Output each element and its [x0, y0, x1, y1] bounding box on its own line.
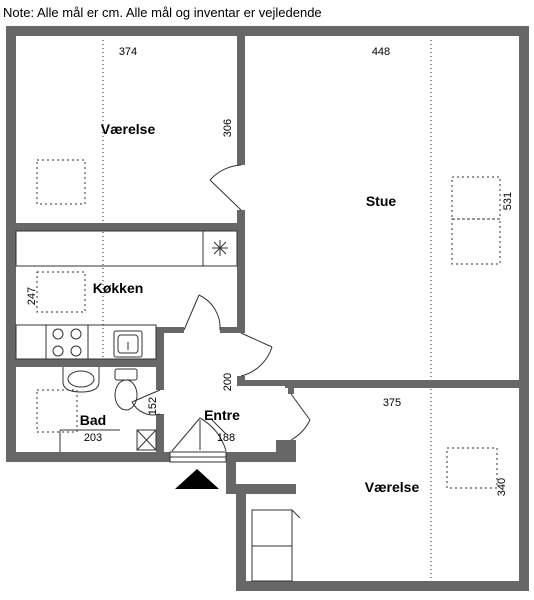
room-label-koekken: Køkken [93, 280, 144, 296]
room-label-vaerelse-1: Værelse [101, 121, 156, 137]
room-label-stue: Stue [366, 193, 397, 209]
room-label-entre: Entre [204, 407, 240, 423]
entrance-arrow-icon [175, 469, 219, 489]
washbasin-icon [62, 367, 100, 393]
interior-walls [16, 36, 519, 452]
dim-bad-width: 203 [84, 432, 102, 444]
stove-icon [45, 325, 89, 359]
dim-entre-height: 200 [222, 373, 234, 391]
dimension-lines [102, 40, 432, 580]
dim-koekken-height: 247 [26, 287, 38, 305]
plan-note: Note: Alle mål er cm. Alle mål og invent… [3, 5, 322, 20]
dim-vaerelse-2-height: 340 [496, 478, 508, 496]
shower-drain-icon [136, 429, 157, 451]
dim-vaerelse-1-width: 374 [119, 46, 137, 58]
outer-walls [6, 26, 529, 591]
bathroom-fixtures [59, 367, 157, 452]
dim-entre-width: 188 [217, 432, 235, 444]
dim-stue-height: 531 [502, 192, 514, 210]
furniture-guides [36, 159, 501, 489]
toilet-icon [114, 368, 138, 411]
kitchen-fixtures [15, 230, 238, 360]
doors [131, 164, 311, 463]
dim-stue-width: 448 [372, 46, 390, 58]
wardrobe [251, 509, 301, 582]
dim-bad-height: 152 [147, 397, 159, 415]
dim-vaerelse-2-width: 375 [383, 397, 401, 409]
dim-vaerelse-1-height: 306 [222, 119, 234, 137]
room-label-vaerelse-2: Værelse [365, 479, 420, 495]
fridge-icon [212, 240, 228, 256]
room-label-bad: Bad [80, 412, 106, 428]
sink-icon [113, 330, 143, 358]
